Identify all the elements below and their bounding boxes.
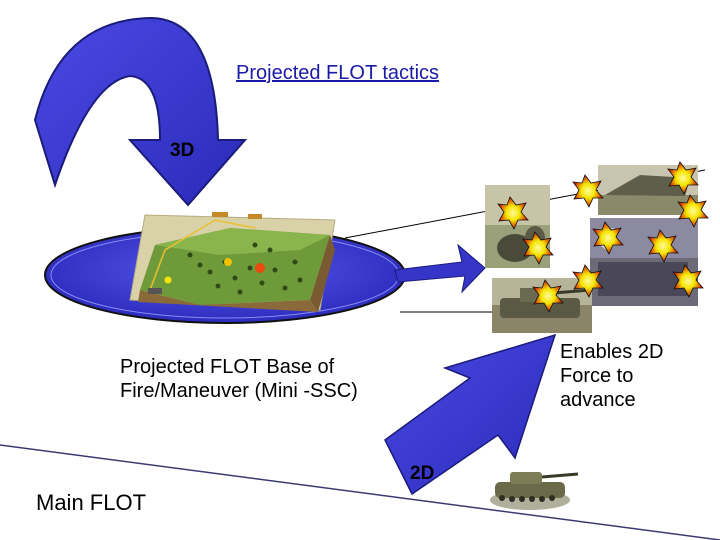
terrain-map-icon	[129, 212, 336, 312]
explosion-icon	[667, 161, 699, 195]
main-flot-line	[0, 444, 720, 540]
label-2d: 2D	[410, 463, 435, 484]
explosion-icon	[677, 194, 709, 228]
label-3d: 3D	[170, 140, 195, 161]
base-of-fire-label: Projected FLOT Base of Fire/Maneuver (Mi…	[120, 356, 358, 402]
explosion-icon	[592, 221, 624, 255]
explosion-icon	[647, 229, 679, 263]
explosion-icon	[497, 196, 529, 230]
explosion-icon	[572, 264, 604, 298]
main-flot-label: Main FLOT	[36, 490, 147, 515]
explosion-icon	[672, 264, 704, 298]
tank-icon	[490, 472, 579, 510]
enables-2d-label: Enables 2D Force to advance	[560, 341, 664, 411]
slide-title[interactable]: Projected FLOT tactics	[236, 62, 440, 84]
explosion-icon	[522, 231, 554, 265]
explosion-icon	[532, 279, 564, 313]
explosion-icon	[572, 174, 604, 208]
small-arrow-icon	[394, 243, 486, 294]
curved-arrow-icon	[33, 16, 248, 207]
straight-arrow-icon	[384, 333, 557, 496]
